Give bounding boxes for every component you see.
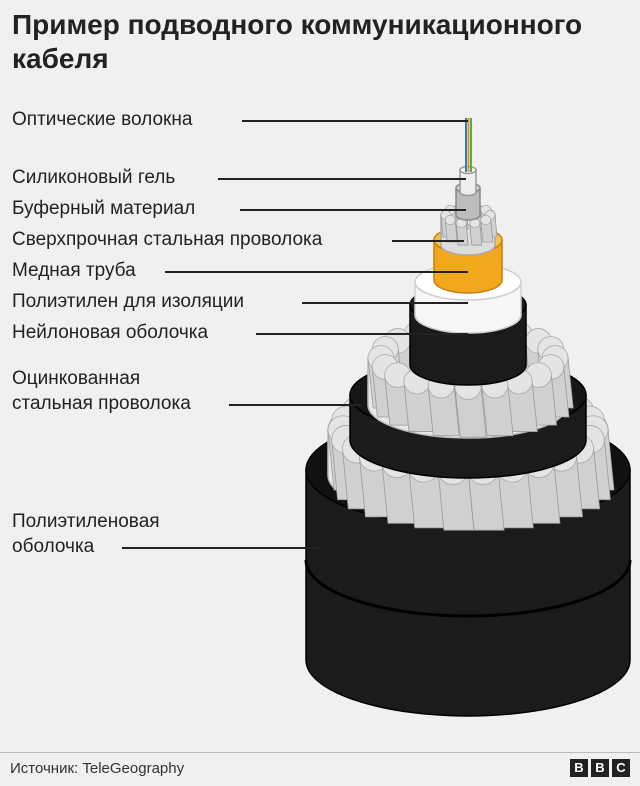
leader-pe-insulation: [302, 302, 468, 304]
leader-copper-tube: [165, 271, 468, 273]
label-buffer-material: Буферный материал: [12, 198, 196, 219]
label-pe-sheath-line1: Полиэтиленовая: [12, 511, 160, 532]
footer-divider: [0, 752, 640, 753]
leader-nylon-sheath: [256, 333, 468, 335]
label-optical-fibers: Оптические волокна: [12, 109, 193, 130]
strength-wire-strand-end: [444, 214, 456, 226]
bbc-logo-letter: C: [612, 759, 630, 777]
bbc-logo-letter: B: [591, 759, 609, 777]
cable-diagram: [304, 118, 632, 717]
label-steel-wire: Сверхпрочная стальная проволока: [12, 229, 323, 250]
page-title: Пример подводного коммуникационного кабе…: [12, 9, 583, 74]
buffer-material-body: [455, 187, 481, 221]
leader-galvanized-wire: [229, 404, 362, 406]
label-galvanized-wire-line2: стальная проволока: [12, 393, 191, 414]
label-copper-tube: Медная труба: [12, 260, 136, 281]
label-nylon-sheath: Нейлоновая оболочка: [12, 322, 209, 343]
leader-optical-fibers: [242, 120, 468, 122]
silicone-gel-body: [459, 169, 477, 197]
strength-wire-strand-end: [480, 214, 492, 226]
label-pe-sheath-line2: оболочка: [12, 536, 95, 557]
leader-steel-wire: [392, 240, 464, 242]
label-silicone-gel: Силиконовый гель: [12, 167, 176, 188]
outer-sheath-groove: [304, 559, 632, 618]
source-credit: Источник: TeleGeography: [10, 760, 185, 777]
bbc-logo: B B C: [570, 759, 630, 777]
bbc-logo-letter: B: [570, 759, 588, 777]
leader-silicone-gel: [218, 178, 466, 180]
leader-buffer-material: [240, 209, 466, 211]
outer-sheath-body: [305, 469, 631, 717]
leader-pe-sheath: [122, 547, 318, 549]
label-pe-insulation: Полиэтилен для изоляции: [12, 291, 245, 312]
label-galvanized-wire-line1: Оцинкованная: [12, 368, 141, 389]
cable-cross-section: [304, 118, 632, 717]
